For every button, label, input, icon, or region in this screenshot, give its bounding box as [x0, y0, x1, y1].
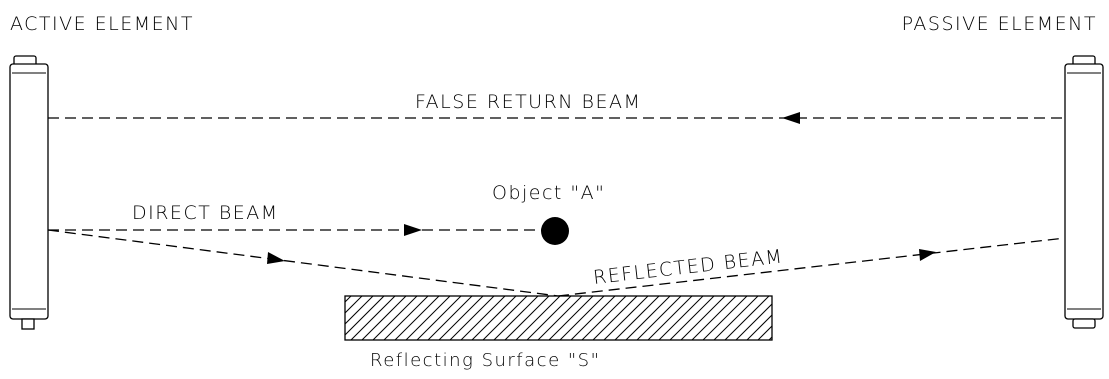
hatch-line	[669, 296, 715, 340]
active-element-label: ACTIVE ELEMENT	[10, 13, 194, 35]
hatch-line	[559, 296, 605, 340]
hatch-line	[757, 325, 772, 340]
hatch-line	[802, 296, 846, 340]
hatch-line	[581, 296, 627, 340]
hatch-line	[636, 296, 682, 340]
hatch-line	[493, 296, 539, 340]
direct-beam-label: DIRECT BEAM	[132, 202, 279, 224]
object-a-label: Object "A"	[492, 182, 605, 204]
hatch-line	[416, 296, 462, 340]
hatch-line	[504, 296, 550, 340]
hatch-line	[746, 314, 772, 340]
passive-element-label: PASSIVE ELEMENT	[902, 13, 1097, 35]
direct-beam-arrowhead	[404, 224, 422, 236]
hatch-line	[813, 296, 857, 340]
direct-beam: DIRECT BEAM	[48, 202, 545, 236]
reflected-outgoing-arrowhead	[919, 249, 936, 261]
hatch-line	[350, 296, 396, 340]
hatch-line	[658, 296, 704, 340]
false-return-arrowhead	[782, 112, 800, 124]
reflected-incoming-arrowhead	[267, 252, 285, 264]
hatch-line	[285, 296, 329, 340]
hatch-line	[372, 296, 418, 340]
reflecting-surface-label: Reflecting Surface "S"	[370, 350, 600, 371]
object-a: Object "A"	[492, 182, 605, 245]
hatch-line	[680, 296, 726, 340]
hatch-line	[383, 296, 429, 340]
hatch-line	[394, 296, 440, 340]
hatch-line	[345, 296, 374, 325]
hatch-line	[713, 296, 759, 340]
hatch-line	[592, 296, 638, 340]
hatch-line	[780, 296, 824, 340]
false-return-beam: FALSE RETURN BEAM	[48, 91, 1065, 124]
hatch-line	[625, 296, 671, 340]
hatch-line	[702, 296, 748, 340]
hatch-line	[471, 296, 517, 340]
active-element	[9, 55, 49, 330]
hatch-line	[647, 296, 693, 340]
hatch-line	[526, 296, 572, 340]
hatch-line	[724, 296, 770, 340]
hatch-line	[405, 296, 451, 340]
hatch-line	[691, 296, 737, 340]
hatch-line	[791, 296, 835, 340]
reflecting-surface: Reflecting Surface "S"	[285, 295, 868, 371]
hatch-line	[345, 296, 385, 336]
hatch-line	[296, 296, 340, 340]
hatch-line	[449, 296, 495, 340]
hatch-line	[614, 296, 660, 340]
hatch-line	[548, 296, 594, 340]
hatch-line	[482, 296, 528, 340]
hatch-line	[768, 336, 772, 340]
hatch-line	[361, 296, 407, 340]
false-return-beam-label: FALSE RETURN BEAM	[415, 91, 641, 113]
passive-element	[1064, 55, 1104, 329]
hatch-line	[438, 296, 484, 340]
hatch-line	[824, 296, 868, 340]
hatch-line	[735, 303, 772, 340]
hatch-line	[537, 296, 583, 340]
hatch-line	[460, 296, 506, 340]
hatch-line	[570, 296, 616, 340]
hatch-line	[603, 296, 649, 340]
hatch-line	[345, 296, 363, 314]
hatch-line	[427, 296, 473, 340]
hatch-line	[515, 296, 561, 340]
reflected-beam-label: REFLECTED BEAM	[592, 245, 784, 288]
